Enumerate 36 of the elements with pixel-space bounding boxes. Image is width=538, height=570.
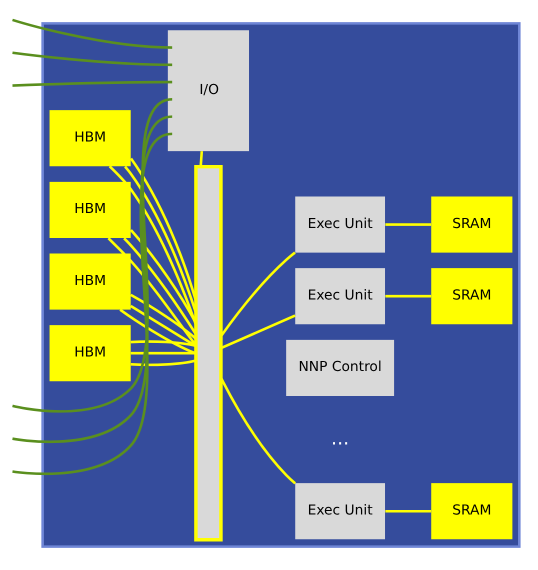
connector	[385, 510, 432, 513]
connector	[119, 308, 196, 355]
connector	[130, 359, 196, 366]
node-box: SRAM	[431, 268, 512, 324]
node-box: Exec Unit	[295, 483, 386, 540]
node-box: HBM	[50, 253, 131, 310]
connector	[130, 352, 196, 354]
connector	[124, 166, 198, 313]
connector	[199, 151, 204, 167]
node-box: SRAM	[431, 483, 512, 540]
node-box: I/O	[168, 30, 250, 152]
connector	[12, 80, 172, 87]
node-box: NNP Control	[286, 340, 394, 396]
node-bar	[194, 164, 223, 542]
cluster	[41, 22, 521, 548]
node-box: SRAM	[431, 196, 512, 253]
connector	[130, 294, 197, 340]
connector	[12, 18, 172, 49]
node-box: HBM	[50, 325, 131, 382]
connector	[220, 377, 296, 484]
connector	[385, 223, 432, 226]
connector	[107, 237, 197, 346]
node-box: HBM	[50, 182, 131, 238]
label: ...	[331, 427, 350, 450]
node-box: HBM	[50, 110, 131, 166]
connector	[220, 314, 296, 350]
node-box: Exec Unit	[295, 196, 386, 253]
connector	[220, 252, 296, 337]
connector	[108, 165, 198, 325]
connector	[12, 51, 172, 66]
connector	[130, 304, 196, 348]
connector	[130, 340, 196, 348]
connector	[385, 294, 432, 298]
connector	[130, 158, 198, 301]
node-box: Exec Unit	[295, 268, 386, 324]
connector	[123, 237, 197, 335]
